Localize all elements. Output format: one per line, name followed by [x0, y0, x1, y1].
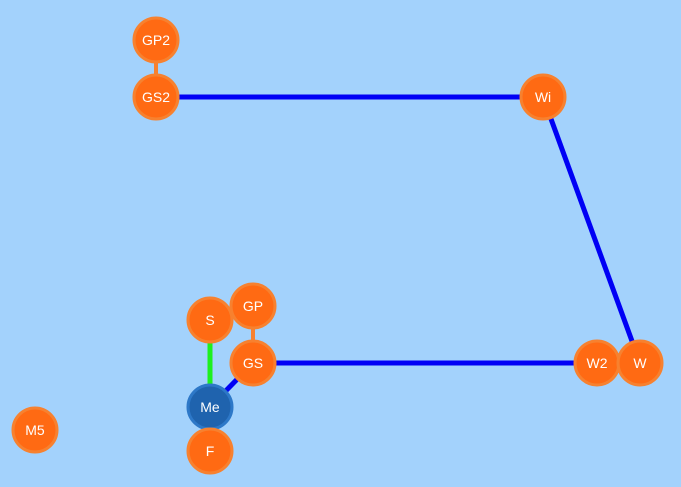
- node-me[interactable]: Me: [186, 383, 234, 431]
- edge-wi-w: [540, 96, 643, 364]
- node-f[interactable]: F: [186, 427, 234, 475]
- node-circle[interactable]: [186, 427, 234, 475]
- node-gp[interactable]: GP: [229, 282, 277, 330]
- node-w2[interactable]: W2: [573, 339, 621, 387]
- node-circle[interactable]: [186, 383, 234, 431]
- node-gp2[interactable]: GP2: [132, 16, 180, 64]
- node-wi[interactable]: Wi: [519, 73, 567, 121]
- node-m5[interactable]: M5: [11, 406, 59, 454]
- node-circle[interactable]: [229, 282, 277, 330]
- node-circle[interactable]: [132, 16, 180, 64]
- node-circle[interactable]: [573, 339, 621, 387]
- node-circle[interactable]: [132, 73, 180, 121]
- node-gs2[interactable]: GS2: [132, 73, 180, 121]
- node-circle[interactable]: [11, 406, 59, 454]
- node-s[interactable]: S: [186, 296, 234, 344]
- node-gs[interactable]: GS: [229, 339, 277, 387]
- node-circle[interactable]: [229, 339, 277, 387]
- node-circle[interactable]: [186, 296, 234, 344]
- node-circle[interactable]: [519, 73, 567, 121]
- node-w[interactable]: W: [616, 339, 664, 387]
- node-circle[interactable]: [616, 339, 664, 387]
